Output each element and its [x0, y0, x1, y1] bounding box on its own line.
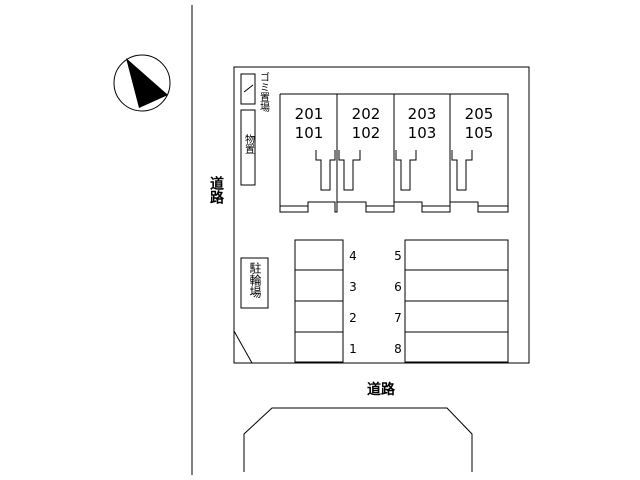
unit-202-label: 202 — [352, 105, 381, 123]
bicycle-parking-label: 駐輪場 — [248, 261, 262, 299]
unit-201-label: 201 — [295, 105, 324, 123]
unit-203-label: 203 — [408, 105, 437, 123]
boundary-corner — [233, 67, 253, 364]
parking-right — [404, 239, 509, 363]
parking-space-5: 5 — [394, 249, 402, 263]
parking-space-8: 8 — [394, 342, 402, 356]
opposite-road-edge — [243, 407, 473, 472]
parking-space-4: 4 — [349, 249, 357, 263]
storage-box — [240, 109, 256, 186]
parking-space-2: 2 — [349, 311, 357, 325]
parking-space-1: 1 — [349, 342, 357, 356]
garbage-area-box — [240, 73, 256, 105]
apartment-building — [279, 93, 509, 213]
south-road-label: 道路 — [367, 381, 396, 398]
west-road-label: 道路 — [208, 175, 224, 204]
garbage-area-label: ゴミ置場 — [258, 71, 270, 113]
unit-103-label: 103 — [408, 124, 437, 142]
unit-105-label: 105 — [465, 124, 494, 142]
unit-205-label: 205 — [465, 105, 494, 123]
unit-101-label: 101 — [295, 124, 324, 142]
unit-102-label: 102 — [352, 124, 381, 142]
parking-space-3: 3 — [349, 280, 357, 294]
bicycle-parking-box — [240, 257, 269, 309]
parking-left — [294, 239, 344, 363]
parking-space-6: 6 — [394, 280, 402, 294]
north-arrow-icon — [113, 54, 171, 112]
storage-label: 物置 — [243, 133, 255, 154]
parking-space-7: 7 — [394, 311, 402, 325]
